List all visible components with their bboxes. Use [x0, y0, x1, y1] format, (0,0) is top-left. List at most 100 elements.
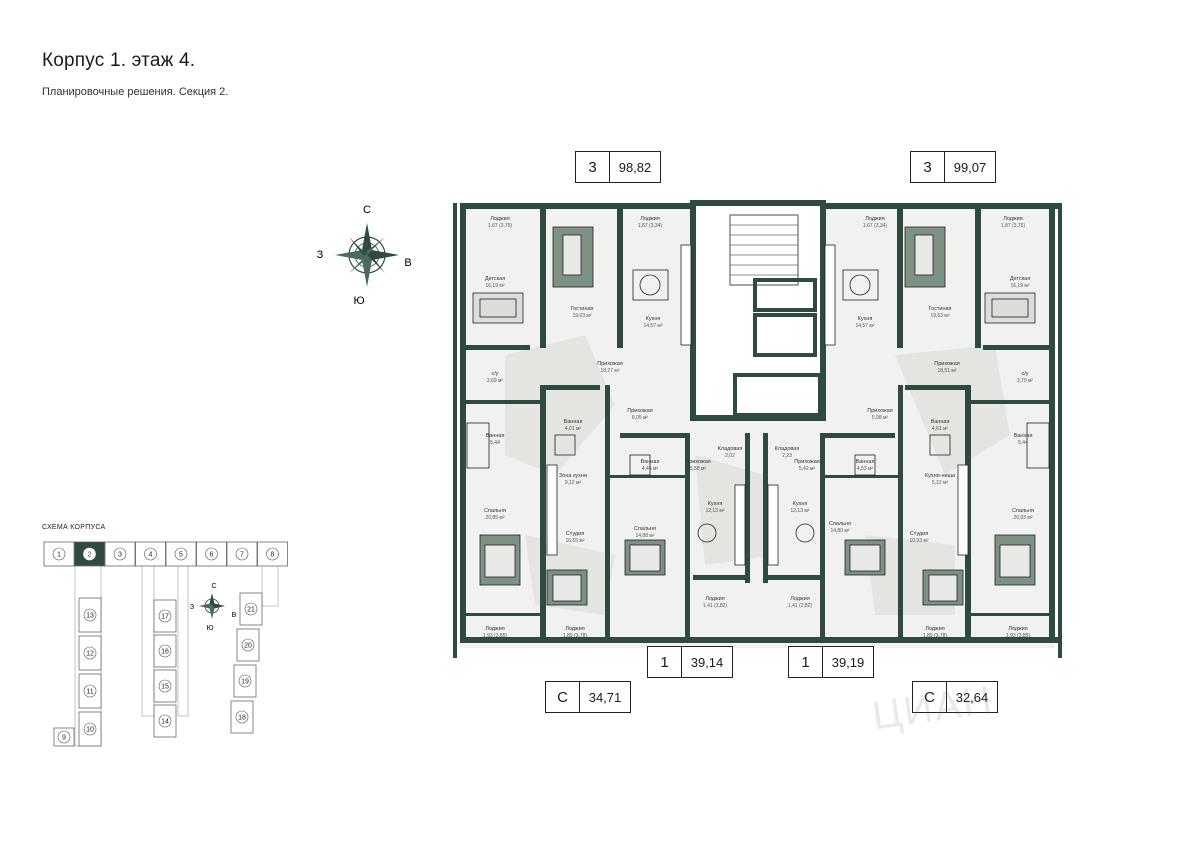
room-area: 4,61 м² [932, 426, 949, 432]
room-area: 1,41 (2,82) [703, 603, 728, 609]
room-name: Ванная [931, 419, 950, 425]
scheme-cell [153, 634, 177, 668]
scheme-corridor [261, 565, 279, 607]
scheme-cell-marker [235, 547, 249, 561]
compass-n: С [363, 204, 371, 216]
room-area: 5,58 м² [690, 466, 707, 472]
scheme-section-number: 2 [88, 552, 92, 559]
room-name: Ванная [564, 419, 583, 425]
room-name: с/у [1021, 371, 1028, 377]
scheme-cell-marker [158, 609, 172, 623]
room-area: 19,63 м² [930, 313, 949, 319]
room-area: 1,67 (3,75) [488, 223, 513, 229]
apartment-badge[interactable]: 3 99,07 [910, 151, 996, 183]
room-name: Лоджия [925, 626, 945, 632]
room-area: 19,63 м² [572, 313, 591, 319]
room-name: Детская [485, 276, 505, 282]
room-area: 2,23 [782, 453, 792, 459]
room-area: 14,57 м² [643, 323, 662, 329]
kitchen-counters [546, 244, 969, 566]
room-name: Лоджия [865, 216, 885, 222]
scheme-cell-marker [158, 644, 172, 658]
apartment-area: 39,19 [831, 654, 865, 670]
scheme-cell [196, 541, 227, 567]
scheme-compass-n: С [211, 583, 216, 590]
room-name: Спальня [1012, 508, 1034, 514]
room-area: 14,80 м² [830, 528, 849, 534]
scheme-section-number: 17 [161, 614, 169, 621]
apartment-type: 3 [911, 152, 945, 182]
scheme-section-number: 12 [86, 651, 94, 658]
room-area: 1,93 (3,85) [483, 633, 508, 639]
scheme-cell [153, 669, 177, 703]
apartment-type: С [546, 682, 580, 712]
room-area: 20,83 м² [1013, 515, 1032, 521]
scheme-cell-marker [83, 608, 97, 622]
room-area: 1,93 (3,85) [1006, 633, 1031, 639]
scheme-cell [233, 664, 257, 698]
scheme-section-number: 6 [210, 552, 214, 559]
room-area: 3,70 м² [1017, 378, 1034, 384]
room-area: 8,05 м² [632, 415, 649, 421]
room-name: Лоджия [1008, 626, 1028, 632]
apartment-badge[interactable]: 1 39,14 [647, 646, 733, 678]
room-name: Кладовая [718, 446, 743, 452]
room-area: 12,13 м² [790, 508, 809, 514]
room-name: Кухня [793, 501, 808, 507]
room-name: Прихожая [934, 361, 960, 367]
apartment-badge[interactable]: 1 39,19 [788, 646, 874, 678]
apartment-badge[interactable]: 3 98,82 [575, 151, 661, 183]
scheme-cell-marker [174, 547, 188, 561]
scheme-cell-marker [83, 646, 97, 660]
scheme-compass-s: Ю [206, 625, 213, 632]
scheme-cell [239, 592, 263, 626]
room-name: Прихожая [597, 361, 623, 367]
room-name: Спальня [634, 526, 656, 532]
apartment-badge[interactable]: С 32,64 [912, 681, 998, 713]
scheme-compass-e: В [232, 612, 237, 619]
room-name: Лоджия [790, 596, 810, 602]
scheme-corridor [177, 565, 189, 717]
scheme-cell [78, 673, 102, 709]
room-name: Детская [1010, 276, 1030, 282]
scheme-section-number: 13 [86, 613, 94, 620]
room-name: Лоджия [485, 626, 505, 632]
scheme-cell-marker [83, 722, 97, 736]
room-name: Ванная [1014, 433, 1033, 439]
watermark: ЦИАН [869, 677, 997, 739]
apartment-badge[interactable]: С 34,71 [545, 681, 631, 713]
scheme-cell [78, 635, 102, 671]
compass-w: З [317, 249, 324, 261]
room-area: 5,42 м² [799, 466, 816, 472]
scheme-title: СХЕМА КОРПУСА [42, 524, 106, 531]
scheme-section-number: 19 [241, 679, 249, 686]
scheme-section-number: 14 [161, 719, 169, 726]
scheme-cell [230, 700, 254, 734]
compass-s: Ю [353, 295, 364, 307]
room-name: Лоджия [640, 216, 660, 222]
scheme-cell [153, 704, 177, 738]
room-name: Прихожая [867, 408, 893, 414]
scheme-cell [226, 541, 258, 567]
scheme-cell [43, 541, 75, 567]
room-name: Гостиная [928, 306, 951, 312]
compass-main: С Ю З В [317, 204, 412, 307]
room-name: Лоджия [705, 596, 725, 602]
scheme-cell-marker [144, 547, 157, 561]
room-area: 18,51 м² [937, 368, 956, 374]
stair-core [690, 200, 826, 421]
scheme-cell-marker [158, 679, 172, 693]
apartment-type: 1 [789, 647, 823, 677]
room-name: Лоджия [565, 626, 585, 632]
scheme-cell-marker [57, 730, 71, 744]
room-name: Гостиная [570, 306, 593, 312]
room-name: Лоджия [490, 216, 510, 222]
compass-rose-icon [335, 223, 399, 287]
room-name: Лоджия [1003, 216, 1023, 222]
apartment-type: 3 [576, 152, 610, 182]
scheme-corridor [141, 565, 155, 717]
room-area: 1,89 (3,78) [563, 633, 588, 639]
scheme-cell-marker [158, 714, 172, 728]
